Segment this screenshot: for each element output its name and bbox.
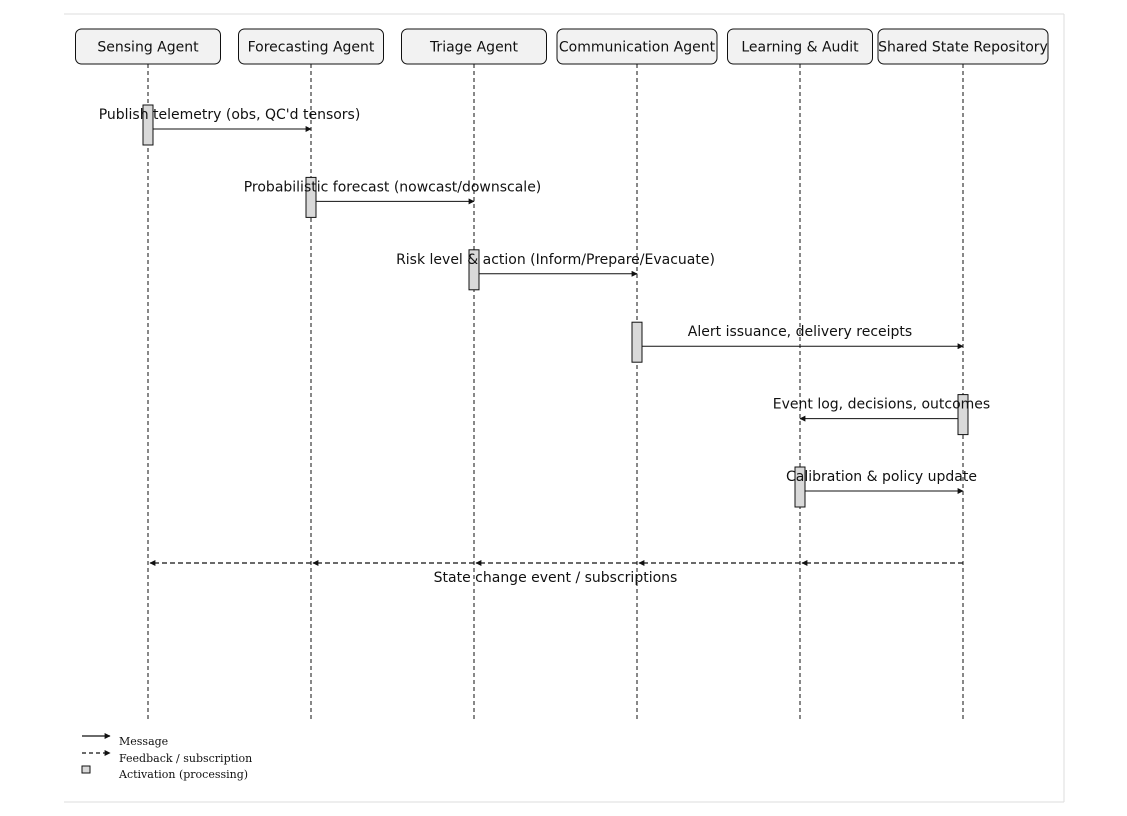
message-label: Probabilistic forecast (nowcast/downscal… <box>244 179 542 195</box>
legend-activation-swatch <box>81 765 91 774</box>
message-4: Event log, decisions, outcomes <box>773 394 990 436</box>
participant-label: Communication Agent <box>559 40 716 56</box>
participant-sensing: Sensing Agent <box>75 28 221 65</box>
message-label: Risk level & action (Inform/Prepare/Evac… <box>396 252 715 268</box>
activation-bar <box>468 249 480 291</box>
message-label: Event log, decisions, outcomes <box>773 397 990 413</box>
message-2: Risk level & action (Inform/Prepare/Evac… <box>396 249 715 291</box>
participant-communication: Communication Agent <box>556 28 718 65</box>
message-1: Probabilistic forecast (nowcast/downscal… <box>244 176 542 218</box>
message-5: Calibration & policy update <box>786 466 977 508</box>
message-0: Publish telemetry (obs, QC'd tensors) <box>99 104 361 146</box>
participant-learning: Learning & Audit <box>727 28 873 65</box>
participant-box <box>401 28 547 65</box>
activation-bar <box>631 321 643 363</box>
participant-label: Sensing Agent <box>97 40 199 56</box>
message-label: Alert issuance, delivery receipts <box>688 324 912 340</box>
legend-message-label: Message <box>119 735 168 748</box>
participant-box <box>75 28 221 65</box>
message-label: Publish telemetry (obs, QC'd tensors) <box>99 107 361 123</box>
legend-activation-label: Activation (processing) <box>118 768 248 781</box>
activation-bar <box>957 394 969 436</box>
participant-repository: Shared State Repository <box>877 28 1049 65</box>
broadcast-label: State change event / subscriptions <box>434 570 678 586</box>
participant-label: Triage Agent <box>429 40 519 56</box>
participant-label: Forecasting Agent <box>248 40 375 56</box>
participant-box <box>556 28 718 65</box>
activation-bar <box>305 176 317 218</box>
participant-box <box>238 28 384 65</box>
legend-feedback-label: Feedback / subscription <box>119 752 252 765</box>
participant-triage: Triage Agent <box>401 28 547 65</box>
message-label: Calibration & policy update <box>786 469 977 485</box>
participant-box <box>877 28 1049 65</box>
participant-box <box>727 28 873 65</box>
activation-bar <box>794 466 806 508</box>
participant-forecasting: Forecasting Agent <box>238 28 384 65</box>
participant-label: Shared State Repository <box>878 40 1048 56</box>
participant-label: Learning & Audit <box>741 40 859 56</box>
activation-bar <box>142 104 154 146</box>
message-3: Alert issuance, delivery receipts <box>631 321 964 363</box>
